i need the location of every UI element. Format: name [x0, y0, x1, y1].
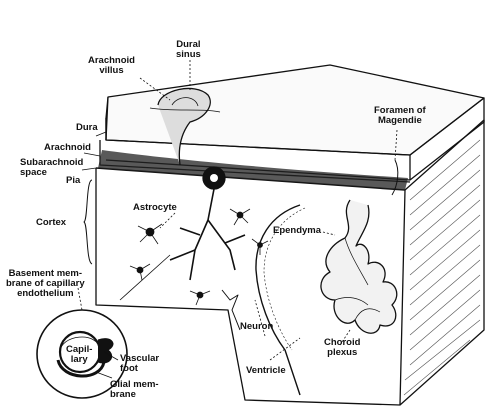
label-neuron: Neuron — [240, 322, 273, 332]
label-arachnoid-villus: Arachnoid villus — [88, 56, 135, 76]
subarachnoid-band — [98, 150, 408, 190]
label-ependyma: Ependyma — [273, 226, 321, 236]
label-dura: Dura — [76, 123, 98, 133]
block-right-hatching — [404, 140, 480, 395]
cortex-brace — [84, 180, 92, 264]
label-vascular-foot: Vascular foot — [120, 354, 159, 374]
label-dural-sinus: Dural sinus — [176, 40, 201, 60]
label-astrocyte: Astrocyte — [133, 203, 177, 213]
label-pia: Pia — [66, 176, 80, 186]
label-choroid-plexus: Choroid plexus — [324, 338, 360, 358]
branching-vessel — [170, 189, 245, 280]
label-cortex: Cortex — [36, 218, 66, 228]
label-foramen-of-magendie: Foramen of Magendie — [374, 106, 426, 126]
label-basement-membrane: Basement mem- brane of capillary endothe… — [6, 269, 85, 299]
choroid-plexus-shape — [321, 200, 397, 333]
astrocyte-cells — [130, 209, 268, 305]
label-capillary: Capil- lary — [66, 345, 92, 365]
label-glial-membrane: Glial mem- brane — [110, 380, 159, 400]
label-arachnoid: Arachnoid — [44, 143, 91, 153]
label-ventricle: Ventricle — [246, 366, 286, 376]
